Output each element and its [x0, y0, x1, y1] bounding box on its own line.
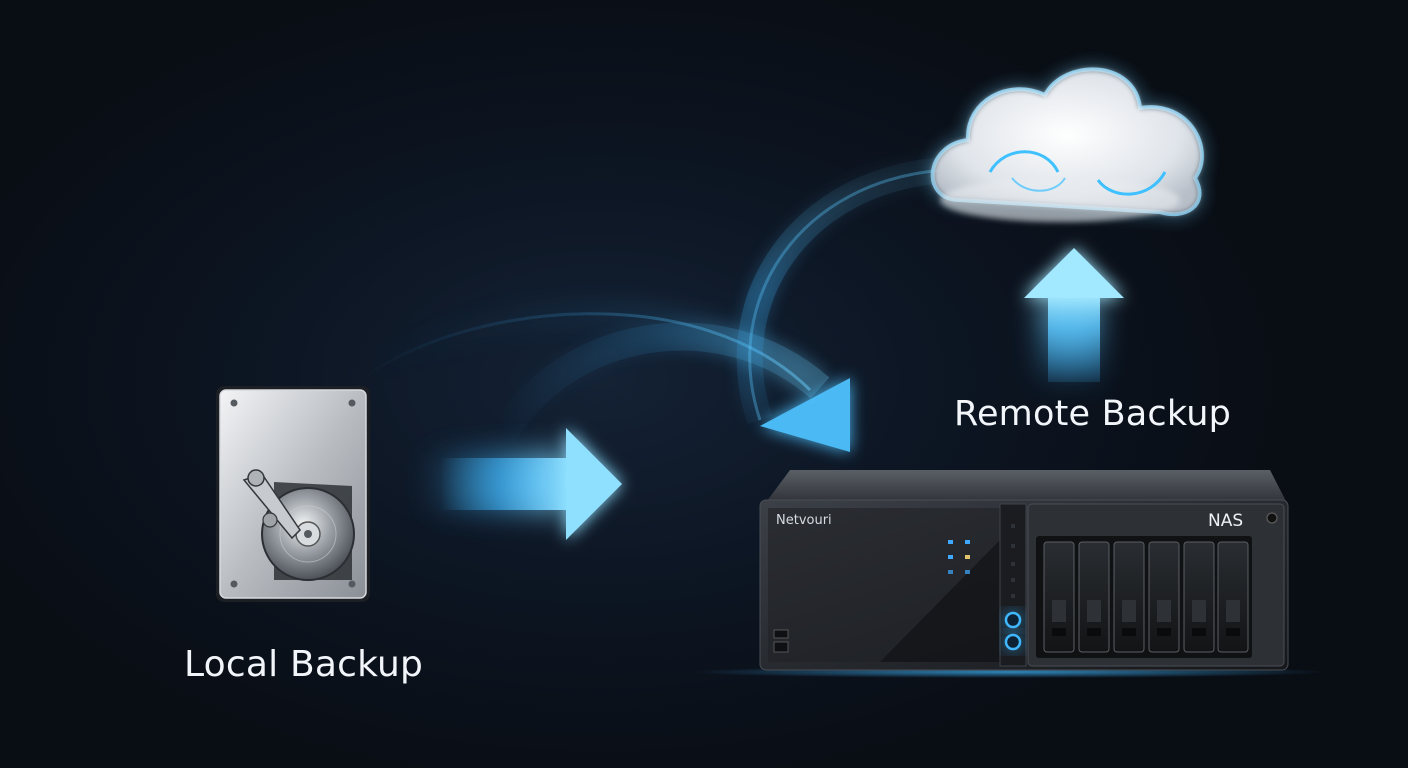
- nas-title-label: NAS: [1208, 511, 1243, 531]
- nas-brand-label: Netvouri: [776, 513, 832, 528]
- arrow-up-icon: [1024, 248, 1124, 382]
- drive-bay: [1217, 541, 1249, 653]
- drive-bay-group: [1043, 541, 1249, 653]
- hard-drive-icon: [216, 386, 370, 602]
- arrow-right-icon: [420, 428, 622, 540]
- local-backup-label: Local Backup: [184, 644, 424, 685]
- curved-arrow-icon: [736, 157, 946, 425]
- drive-bay: [1148, 541, 1180, 653]
- drive-bay: [1078, 541, 1110, 653]
- remote-backup-label: Remote Backup: [954, 394, 1232, 434]
- nas-device-icon: Netvouri NAS: [690, 470, 1330, 678]
- status-led-group: [948, 540, 970, 574]
- drive-bay: [1183, 541, 1215, 653]
- drive-bay: [1043, 541, 1075, 653]
- drive-bay: [1113, 541, 1145, 653]
- cloud-icon: [930, 67, 1204, 222]
- curved-arrow-icon: [357, 308, 850, 452]
